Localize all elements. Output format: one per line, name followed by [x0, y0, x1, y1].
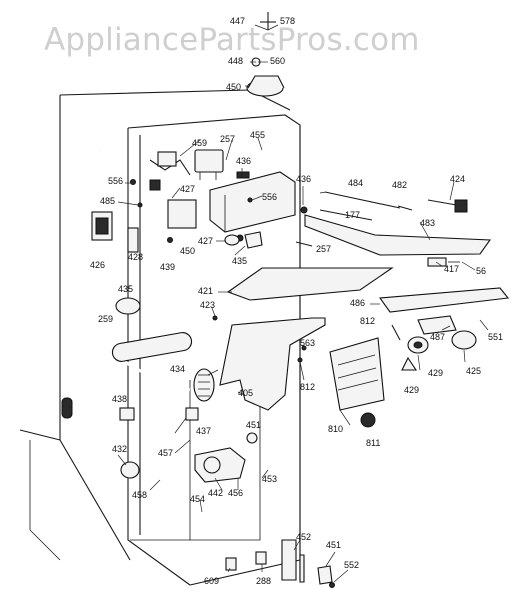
part-451-bottom: [317, 565, 333, 585]
label-405: 405: [238, 388, 253, 398]
label-448: 448: [228, 56, 243, 66]
label-438: 438: [112, 394, 127, 404]
label-426: 426: [90, 260, 105, 270]
label-482: 482: [392, 180, 407, 190]
label-436-center: 436: [236, 156, 251, 166]
label-454: 454: [190, 494, 205, 504]
label-459: 459: [192, 138, 207, 148]
label-427-top: 427: [180, 184, 195, 194]
label-812-mid: 812: [300, 382, 315, 392]
label-556-center: 556: [262, 192, 277, 202]
label-428: 428: [128, 252, 143, 262]
cover-810: [329, 337, 385, 411]
label-442: 442: [208, 488, 223, 498]
label-425: 425: [466, 366, 481, 376]
side-vent: [61, 397, 73, 419]
label-485: 485: [100, 196, 115, 206]
duct-405: [219, 317, 326, 411]
label-435-mid: 435: [232, 256, 247, 266]
harness-459: [149, 151, 191, 191]
label-450-top: 450: [226, 82, 241, 92]
leader-lines: [117, 24, 489, 583]
motor-442: [194, 447, 246, 483]
control-housing-436: [209, 171, 296, 233]
bracket-452: [281, 539, 305, 583]
wire-257: [295, 241, 313, 247]
label-424: 424: [450, 174, 465, 184]
label-450-mid: 450: [180, 246, 195, 256]
part-451: [246, 432, 258, 444]
rod-484: [319, 191, 413, 221]
label-453: 453: [262, 474, 277, 484]
bracket-417: [427, 257, 460, 267]
label-432: 432: [112, 444, 127, 454]
label-434: 434: [170, 364, 185, 374]
label-435-left: 435: [118, 284, 133, 294]
label-812-top: 812: [360, 316, 375, 326]
module-450: [167, 199, 197, 229]
watermark-text: AppliancePartsPros.com: [44, 22, 420, 58]
label-578: 578: [280, 16, 295, 26]
label-288: 288: [256, 576, 271, 586]
label-451-bottom: 451: [326, 540, 341, 550]
label-439: 439: [160, 262, 175, 272]
label-427-mid: 427: [198, 236, 213, 246]
label-483: 483: [420, 218, 435, 228]
pad-487: [417, 315, 457, 335]
part-288: [255, 551, 267, 565]
label-609: 609: [204, 576, 219, 586]
louver-434: [193, 368, 215, 402]
timer-426: [91, 211, 113, 241]
part-labels: 447 578 448 560 450 459 257 455 436 436 …: [90, 16, 503, 586]
fan-811: [360, 412, 376, 428]
clip-812: [391, 324, 401, 341]
label-456: 456: [228, 488, 243, 498]
label-447: 447: [230, 16, 245, 26]
relay-257: [194, 149, 224, 180]
part-435-left: [115, 297, 141, 315]
label-486: 486: [350, 298, 365, 308]
label-560: 560: [270, 56, 285, 66]
terminal-428: [127, 227, 139, 253]
shelf-483: [304, 214, 492, 256]
label-811: 811: [366, 438, 380, 448]
label-429-low: 429: [404, 385, 419, 395]
label-556-left: 556: [108, 176, 123, 186]
part-609: [225, 557, 237, 571]
label-458: 458: [132, 490, 147, 500]
label-455: 455: [250, 130, 265, 140]
tray-421: [226, 267, 394, 301]
cabinet-outline: [19, 89, 301, 586]
part-438: [119, 407, 135, 421]
label-810: 810: [328, 424, 343, 434]
label-484: 484: [348, 178, 363, 188]
label-257-right: 257: [316, 244, 331, 254]
part-437: [185, 407, 199, 421]
switch-435: [244, 231, 263, 249]
label-421: 421: [198, 286, 213, 296]
label-551: 551: [488, 332, 503, 342]
part-432: [120, 461, 140, 479]
label-487: 487: [430, 332, 445, 342]
label-451-mid: 451: [246, 420, 261, 430]
rings: [401, 330, 477, 371]
label-257-top: 257: [220, 134, 235, 144]
label-437: 437: [196, 426, 211, 436]
handle-424: [427, 199, 468, 213]
label-423: 423: [200, 300, 215, 310]
bar-486: [378, 287, 510, 313]
label-436-right: 436: [296, 174, 311, 184]
switch-427: [224, 234, 240, 246]
tubing-259: [68, 148, 193, 392]
label-56: 56: [476, 266, 486, 276]
label-457: 457: [158, 448, 173, 458]
label-177: 177: [345, 210, 360, 220]
label-563: 563: [300, 338, 315, 348]
label-552: 552: [344, 560, 359, 570]
label-259: 259: [98, 314, 113, 324]
label-429-mid: 429: [428, 368, 443, 378]
label-417: 417: [444, 264, 459, 274]
label-452: 452: [296, 532, 311, 542]
